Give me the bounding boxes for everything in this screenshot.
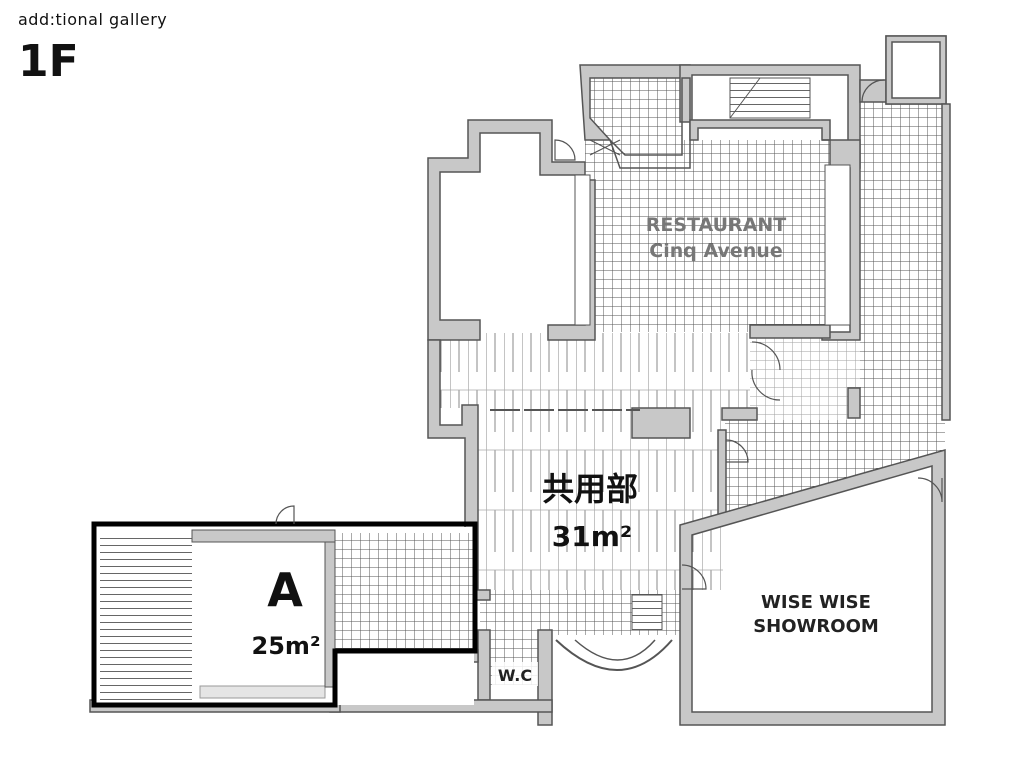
- common-area-size: 31m²: [552, 520, 632, 553]
- room-a-label: A: [267, 563, 303, 617]
- wc-label: W.C: [498, 666, 532, 685]
- restaurant-bench: [824, 164, 851, 326]
- showroom-label-1: WISE WISE: [761, 592, 871, 613]
- common-area-floor: [440, 333, 750, 590]
- brand-title: add:tional gallery: [18, 10, 168, 29]
- restaurant-area: [585, 75, 945, 423]
- common-area-label: 共用部: [542, 470, 638, 508]
- storage-shelf: [574, 174, 591, 326]
- doors: [275, 79, 943, 590]
- restaurant-label-2: Cinq Avenue: [649, 240, 782, 262]
- room-a-size: 25m²: [252, 632, 321, 660]
- showroom-label-2: SHOWROOM: [753, 616, 879, 637]
- floor-label: 1F: [18, 36, 79, 87]
- restaurant-label-1: RESTAURANT: [646, 214, 787, 236]
- room-a[interactable]: [91, 521, 478, 708]
